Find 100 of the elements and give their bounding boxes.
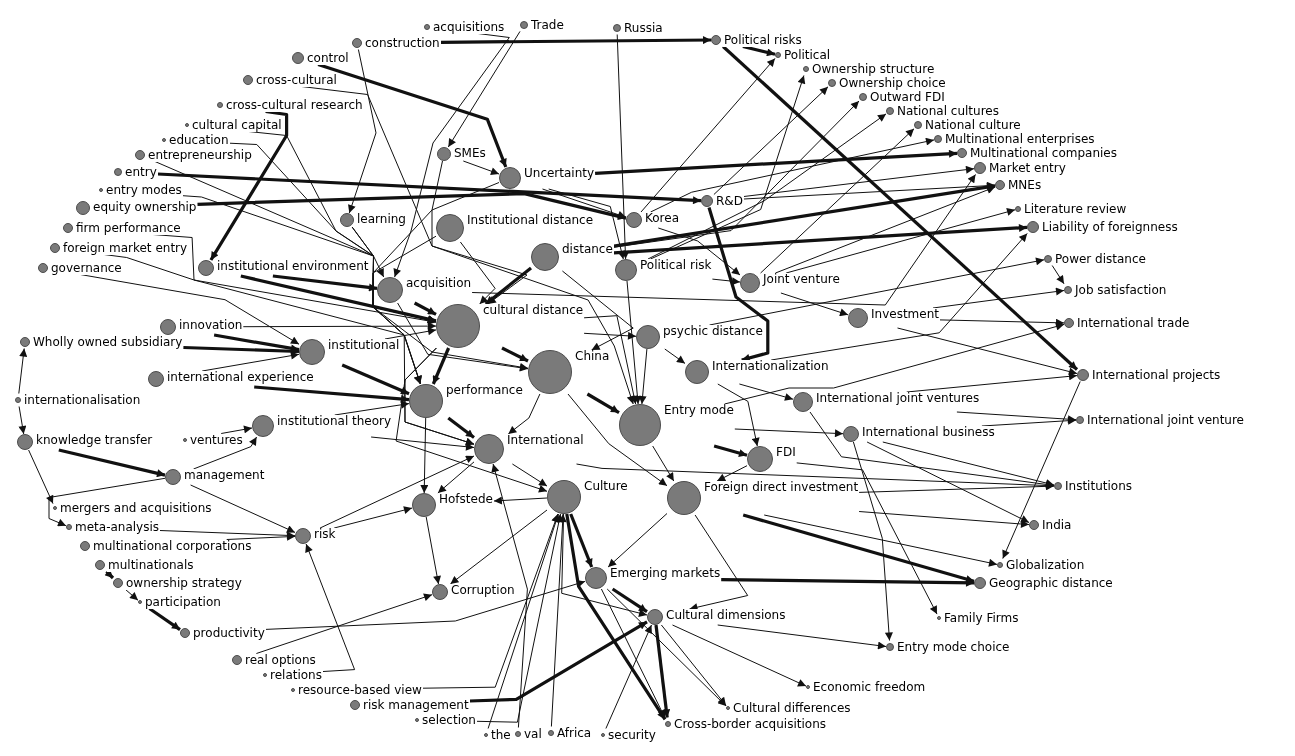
arrow (449, 509, 548, 585)
keyword-label: risk (313, 528, 337, 541)
arrow (672, 624, 807, 687)
keyword-label: foreign market entry (62, 241, 189, 255)
keyword-label: meta-analysis (74, 520, 161, 534)
keyword-label: Multinational enterprises (944, 132, 1096, 146)
keyword-label: FDI (775, 446, 797, 459)
arrow (193, 436, 258, 470)
arrow (743, 181, 996, 200)
keyword-label: Institutional distance (466, 214, 595, 227)
arrow (333, 506, 413, 529)
keyword-label: Geographic distance (988, 576, 1114, 590)
arrow (611, 587, 648, 614)
arrow (240, 274, 437, 323)
arrow (1051, 265, 1065, 285)
arrow (395, 347, 548, 493)
keyword-label: National culture (924, 118, 1022, 132)
keyword-label: knowledge transfer (35, 434, 154, 447)
arrow (713, 86, 829, 195)
arrow (254, 385, 410, 403)
arrow (413, 301, 437, 316)
keyword-label: Emerging markets (609, 567, 722, 580)
keyword-label: equity ownership (92, 201, 198, 214)
arrow (157, 172, 702, 205)
keyword-label: India (1041, 518, 1073, 532)
keyword-label: Korea (644, 212, 681, 225)
arrow (664, 348, 686, 364)
keyword-label: Corruption (450, 584, 516, 597)
arrow (182, 195, 529, 371)
keyword-label: control (306, 51, 350, 65)
arrow (422, 513, 559, 689)
arrow (201, 351, 300, 372)
arrow (866, 441, 1030, 523)
arrow (722, 45, 1079, 371)
arrow (48, 477, 166, 527)
arrow (763, 514, 998, 567)
keyword-label: Family Firms (943, 611, 1020, 625)
arrow (148, 607, 181, 631)
keyword-label: Ownership choice (838, 76, 947, 90)
arrow (420, 417, 429, 494)
arrow (462, 160, 500, 175)
keyword-label: institutional theory (276, 415, 393, 428)
arrow (459, 241, 496, 305)
arrow (852, 441, 893, 641)
keyword-label: International joint venture (1086, 413, 1245, 427)
keyword-label: institutional environment (216, 260, 370, 273)
keyword-label: Outward FDI (869, 90, 946, 104)
arrow (507, 393, 541, 435)
keyword-label: ownership strategy (125, 576, 243, 590)
keyword-label: distance (561, 243, 614, 256)
arrow (657, 227, 741, 276)
arrow (484, 266, 532, 306)
arrow (613, 223, 1028, 255)
keyword-label: learning (356, 213, 407, 226)
keyword-label: security (607, 728, 657, 742)
keyword-label: relations (269, 668, 323, 682)
arrow (717, 624, 887, 650)
keyword-label: real options (244, 653, 317, 667)
arrow (317, 62, 508, 168)
arrow (652, 445, 675, 482)
arrow (501, 346, 529, 363)
keyword-label: selection (421, 713, 477, 727)
keyword-label: International business (861, 426, 996, 439)
keyword-label: participation (144, 595, 222, 609)
arrow (229, 142, 385, 278)
keyword-label: productivity (192, 626, 266, 640)
keyword-label: psychic distance (662, 325, 764, 338)
arrow (613, 183, 996, 248)
keyword-label: Wholly owned subsidiary (32, 335, 184, 349)
keyword-label: international experience (166, 371, 315, 384)
keyword-label: R&D (715, 194, 744, 208)
arrow (595, 149, 958, 175)
keyword-label: acquisition (405, 277, 473, 290)
arrow (197, 192, 627, 221)
arrow (104, 569, 115, 580)
keyword-label: Internationalization (711, 360, 830, 373)
keyword-label: Globalization (1005, 558, 1086, 572)
arrow (384, 327, 437, 340)
arrow (28, 449, 54, 505)
arrow (721, 578, 975, 587)
keyword-label: entrepreneurship (147, 148, 253, 162)
arrow (190, 484, 296, 533)
keyword-label: Investment (870, 308, 940, 321)
arrow (305, 543, 356, 672)
keyword-label: International joint ventures (815, 392, 981, 405)
arrow (586, 392, 620, 414)
keyword-label: Liability of foreignness (1041, 220, 1179, 234)
arrow (431, 160, 635, 405)
arrow (561, 270, 634, 351)
arrow (440, 36, 711, 45)
arrow (18, 406, 27, 435)
keyword-label: Multinational companies (969, 146, 1118, 160)
keyword-label: Joint venture (762, 273, 841, 286)
arrow (738, 383, 794, 401)
keyword-label: International projects (1091, 368, 1222, 382)
arrow (447, 30, 521, 148)
arrow (159, 530, 296, 540)
arrow (785, 208, 1016, 274)
keyword-label: Cross-border acquisitions (673, 717, 827, 731)
arrow (607, 513, 668, 568)
